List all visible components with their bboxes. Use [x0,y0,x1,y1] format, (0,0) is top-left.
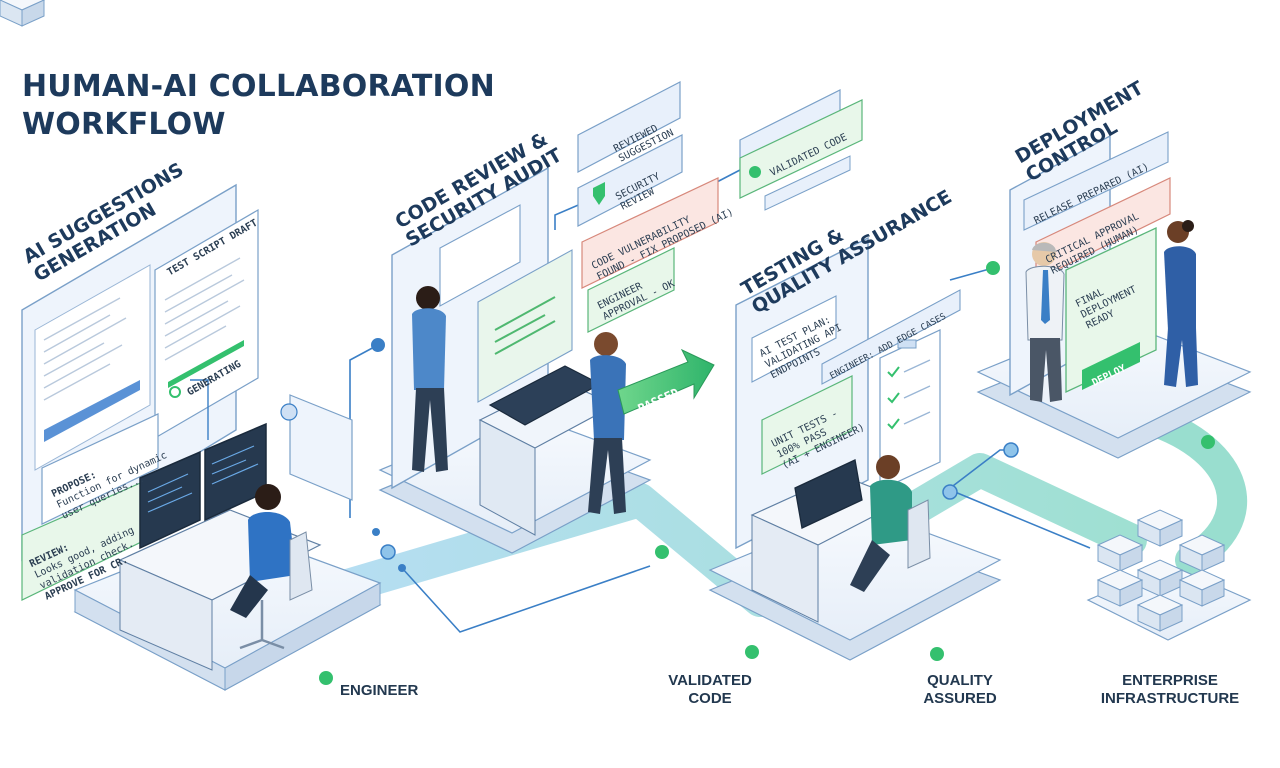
label-enterprise-infrastructure: ENTERPRISE INFRASTRUCTURE [1090,672,1250,708]
quality-line-1: QUALITY [927,672,993,689]
enterprise-line-2: INFRASTRUCTURE [1100,690,1240,707]
page-title: HUMAN-AI COLLABORATION WORKFLOW [22,68,495,144]
label-engineer: ENGINEER [340,682,418,700]
server-blocks [0,0,1225,632]
ai-workstation [118,394,353,671]
title-line-2: WORKFLOW [22,107,226,142]
enterprise-line-1: ENTERPRISE [1122,672,1218,689]
review-engineers [412,286,626,514]
deploy-people [1025,220,1198,402]
ai-suggestion-panel [21,183,259,601]
deploy-panels [1009,131,1171,397]
engineer-text: ENGINEER [340,682,419,699]
quality-line-2: ASSURED [923,690,997,707]
label-quality-assured: QUALITY ASSURED [916,672,1004,708]
testing-workstation [750,455,931,623]
validated-line-1: VALIDATED [668,672,752,689]
validated-line-2: CODE [688,690,732,707]
flow-nodes [319,261,1215,685]
label-validated-code: VALIDATED CODE [664,672,756,708]
passed-arrow [617,348,715,415]
title-line-1: HUMAN-AI COLLABORATION [22,69,495,104]
